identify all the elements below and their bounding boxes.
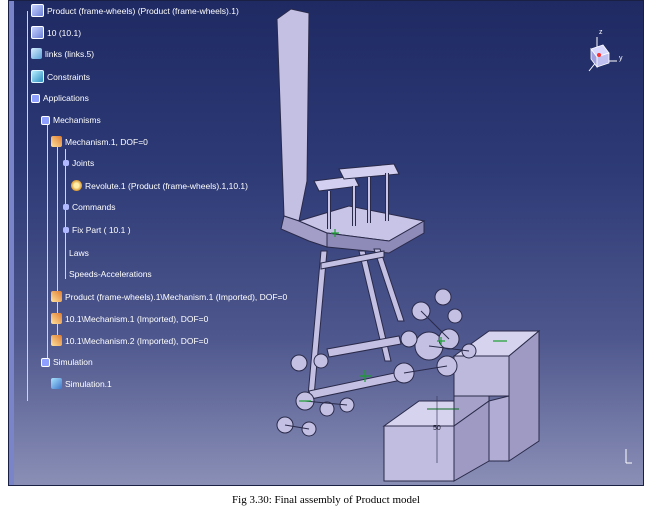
tree-label: Joints: [72, 158, 95, 168]
tree-label: Mechanisms: [53, 115, 101, 125]
tree-label: Simulation.1: [65, 378, 112, 389]
tree-label: Laws: [69, 248, 89, 258]
tree-scrollbar[interactable]: [9, 1, 14, 485]
chair-seat: [276, 8, 426, 254]
specification-tree: Product (frame-wheels) (Product (frame-w…: [9, 1, 329, 485]
part-icon: [31, 48, 42, 59]
dimension-label: 50: [433, 425, 441, 432]
tree-node-mechanism-101-2[interactable]: 10.1\Mechanism.2 (Imported), DOF=0: [51, 335, 208, 346]
tree-branch: [47, 121, 48, 366]
tree-branch: [65, 149, 66, 279]
tree-node-mechanism-101-1[interactable]: 10.1\Mechanism.1 (Imported), DOF=0: [51, 313, 208, 324]
compass-z-label: z: [599, 29, 603, 36]
tree-label: links (links.5): [45, 48, 95, 59]
applications-icon: [31, 93, 40, 103]
mechanism-icon: [51, 136, 62, 147]
commands-icon: [63, 204, 69, 210]
mechanisms-icon: [41, 115, 50, 125]
assembly-model[interactable]: 50: [9, 1, 644, 486]
fix-part-icon: [63, 227, 69, 233]
axis-triad: [623, 447, 633, 467]
tree-node-fix-part[interactable]: Fix Part ( 10.1 ): [63, 225, 131, 235]
tree-trunk: [27, 11, 28, 401]
compass-y-label: y: [619, 55, 623, 62]
tree-label: Commands: [72, 202, 116, 212]
tree-node-revolute[interactable]: Revolute.1 (Product (frame-wheels).1,10.…: [71, 180, 248, 191]
tree-label: Applications: [43, 93, 89, 103]
tree-node-mechanism1[interactable]: Mechanism.1, DOF=0: [51, 136, 148, 147]
tree-label: Product (frame-wheels) (Product (frame-w…: [47, 5, 239, 16]
tree-branch: [57, 141, 58, 341]
3d-viewport[interactable]: 50: [8, 0, 644, 486]
constraints-icon: [31, 70, 44, 83]
stair-block: 50: [382, 329, 541, 482]
frame-legs: [307, 248, 407, 400]
tree-label: Constraints: [47, 71, 90, 82]
mechanism-icon: [51, 291, 62, 302]
tree-label: Revolute.1 (Product (frame-wheels).1,10.…: [85, 180, 248, 191]
tree-node-commands[interactable]: Commands: [63, 202, 115, 212]
part-icon: [31, 26, 44, 39]
tree-label: Simulation: [53, 357, 93, 367]
tree-node-laws[interactable]: Laws: [69, 248, 89, 258]
tree-label: 10 (10.1): [47, 27, 82, 38]
tree-node-links[interactable]: links (links.5): [31, 48, 94, 59]
tree-label: Mechanism.1, DOF=0: [65, 136, 148, 147]
tree-label: Speeds-Accelerations: [69, 269, 152, 279]
tree-label: 10.1\Mechanism.1 (Imported), DOF=0: [65, 313, 209, 324]
revolute-joint-icon: [71, 180, 82, 191]
tree-node-product-mechanism[interactable]: Product (frame-wheels).1\Mechanism.1 (Im…: [51, 291, 287, 302]
tree-node-constraints[interactable]: Constraints: [31, 70, 90, 83]
figure-caption: Fig 3.30: Final assembly of Product mode…: [232, 494, 420, 506]
tree-node-applications[interactable]: Applications: [31, 93, 89, 103]
tree-node-simulation1[interactable]: Simulation.1: [51, 378, 112, 389]
tree-label: Fix Part ( 10.1 ): [72, 225, 131, 235]
mechanism-icon: [51, 335, 62, 346]
axis-triad-icon: [625, 449, 632, 464]
simulation-icon: [51, 378, 62, 389]
tree-node-root[interactable]: Product (frame-wheels) (Product (frame-w…: [31, 4, 239, 17]
tree-node-simulation[interactable]: Simulation: [41, 357, 93, 367]
joints-icon: [63, 160, 69, 166]
tree-label: Product (frame-wheels).1\Mechanism.1 (Im…: [65, 291, 288, 302]
joint-markers: [299, 229, 507, 402]
tree-label: 10.1\Mechanism.2 (Imported), DOF=0: [65, 335, 209, 346]
mechanism-icon: [51, 313, 62, 324]
tree-node-mechanisms[interactable]: Mechanisms: [41, 115, 101, 125]
tree-node-speeds[interactable]: Speeds-Accelerations: [69, 269, 152, 279]
tree-node-joints[interactable]: Joints: [63, 158, 94, 168]
compass-widget[interactable]: z y: [585, 29, 625, 79]
compass-icon: [588, 37, 617, 72]
simulation-folder-icon: [41, 357, 50, 367]
product-icon: [31, 4, 44, 17]
tree-node-10[interactable]: 10 (10.1): [31, 26, 81, 39]
